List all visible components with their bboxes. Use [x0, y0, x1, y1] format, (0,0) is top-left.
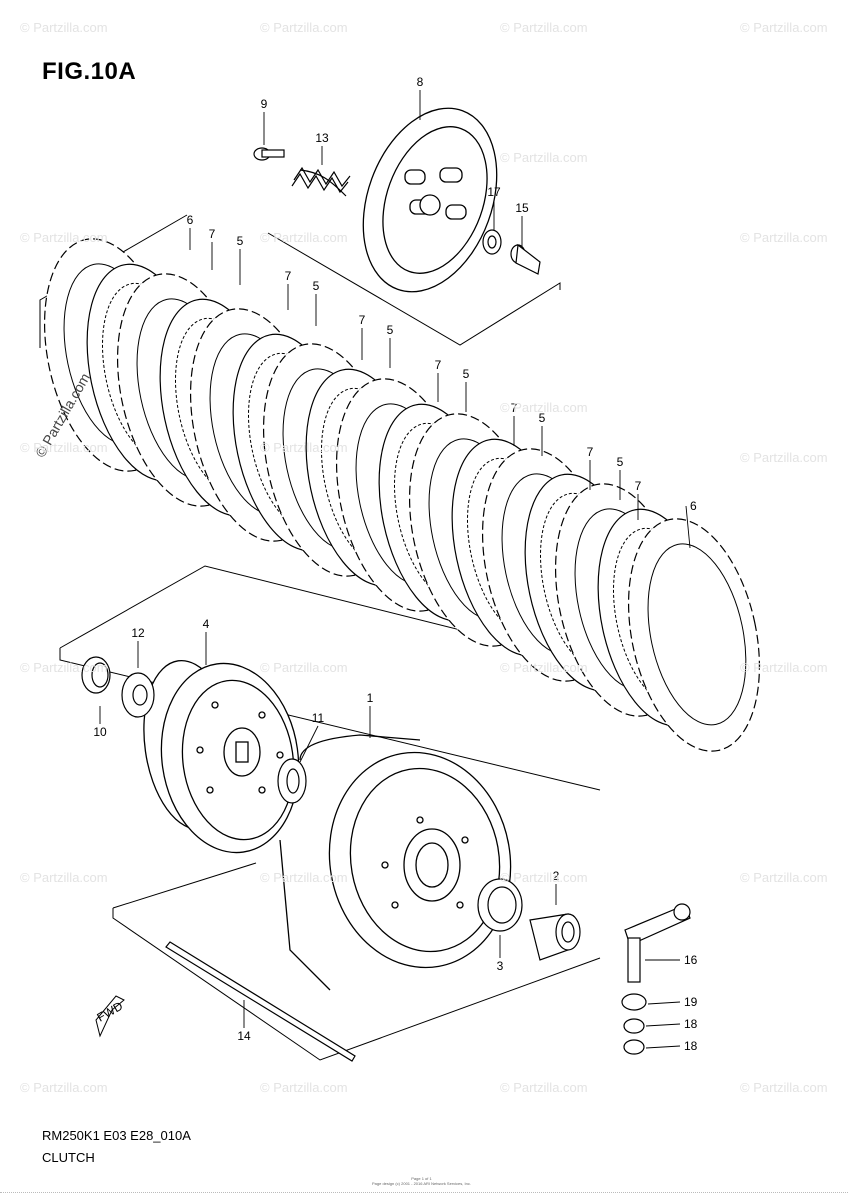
watermark: © Partzilla.com	[740, 230, 828, 245]
watermark: © Partzilla.com	[20, 20, 108, 35]
callout-c7e: 7	[511, 401, 518, 415]
leader-c19	[647, 1001, 681, 1005]
callout-c5e: 5	[539, 411, 546, 425]
callout-c5f: 5	[617, 455, 624, 469]
clutch-housing	[279, 734, 512, 991]
watermark: © Partzilla.com	[260, 1080, 348, 1095]
watermark: © Partzilla.com	[500, 400, 588, 415]
watermark: © Partzilla.com	[260, 20, 348, 35]
watermark: © Partzilla.com	[20, 230, 108, 245]
watermark: © Partzilla.com	[500, 150, 588, 165]
push-rod	[165, 941, 356, 1062]
pressure-plate	[362, 107, 498, 293]
leader-c11	[299, 725, 319, 763]
callout-c6b: 6	[690, 499, 697, 513]
callout-c4: 4	[203, 617, 210, 631]
watermark: © Partzilla.com	[20, 1080, 108, 1095]
figure-name: CLUTCH	[42, 1150, 95, 1165]
callout-c2: 2	[553, 869, 560, 883]
footer-note: Page 1 of 1 Page design (c) 2001 - 2016 …	[372, 1176, 471, 1186]
footer-line2: Page design (c) 2001 - 2016 ARI Network …	[372, 1181, 471, 1186]
primary-driven-gear	[143, 659, 300, 854]
leader-lines	[99, 90, 691, 1049]
watermark: © Partzilla.com	[500, 660, 588, 675]
callout-c9: 9	[261, 97, 268, 111]
release-arm	[621, 903, 691, 1055]
callout-c5c: 5	[387, 323, 394, 337]
clutch-plate-stack	[43, 238, 761, 752]
callout-c7f: 7	[587, 445, 594, 459]
footer-line1: Page 1 of 1	[411, 1176, 432, 1181]
callout-c11: 11	[312, 711, 325, 725]
watermark: © Partzilla.com	[740, 20, 828, 35]
callout-c5d: 5	[463, 367, 470, 381]
bolt-and-spring	[253, 147, 351, 197]
callout-c6a: 6	[187, 213, 194, 227]
callout-c7c: 7	[359, 313, 366, 327]
watermark: © Partzilla.com	[20, 870, 108, 885]
callout-c12: 12	[131, 626, 145, 640]
leader-c18a	[645, 1023, 681, 1027]
callout-c18b: 18	[684, 1039, 698, 1053]
watermark: © Partzilla.com	[740, 1080, 828, 1095]
watermark: © Partzilla.com	[500, 20, 588, 35]
callout-c7d: 7	[435, 358, 442, 372]
leader-c6b	[685, 505, 691, 549]
washers	[81, 656, 307, 804]
callout-c1: 1	[367, 691, 374, 705]
callout-c19: 19	[684, 995, 698, 1009]
bearing-and-spacer	[477, 878, 581, 961]
footer-divider	[0, 1192, 848, 1193]
watermark: © Partzilla.com	[20, 440, 108, 455]
watermark: © Partzilla.com	[260, 870, 348, 885]
callout-c14: 14	[237, 1029, 251, 1043]
callout-c13: 13	[315, 131, 329, 145]
watermark: © Partzilla.com	[740, 450, 828, 465]
watermark: © Partzilla.com	[500, 870, 588, 885]
fwd-arrow-icon: FWD	[95, 995, 125, 1038]
callout-c5a: 5	[237, 234, 244, 248]
callout-c8: 8	[417, 75, 424, 89]
callout-c16: 16	[684, 953, 698, 967]
callout-c7g: 7	[635, 479, 642, 493]
callout-c10: 10	[93, 725, 107, 739]
callout-c17: 17	[487, 185, 501, 199]
callout-c7b: 7	[285, 269, 292, 283]
leader-c18b	[645, 1045, 681, 1049]
watermark: © Partzilla.com	[740, 870, 828, 885]
figure-code: RM250K1 E03 E28_010A	[42, 1128, 191, 1143]
watermark: © Partzilla.com	[500, 1080, 588, 1095]
watermark: © Partzilla.com	[260, 440, 348, 455]
bearing-and-pushrod	[482, 229, 541, 275]
watermark: © Partzilla.com	[20, 660, 108, 675]
callout-c5b: 5	[313, 279, 320, 293]
callout-c18a: 18	[684, 1017, 698, 1031]
callout-c15: 15	[515, 201, 529, 215]
watermark: © Partzilla.com	[260, 660, 348, 675]
callout-c3: 3	[497, 959, 504, 973]
watermark: © Partzilla.com	[260, 230, 348, 245]
friction-plate	[627, 518, 761, 752]
watermark: © Partzilla.com	[740, 660, 828, 675]
figure-title: FIG.10A	[42, 58, 137, 85]
callout-c7a: 7	[209, 227, 216, 241]
